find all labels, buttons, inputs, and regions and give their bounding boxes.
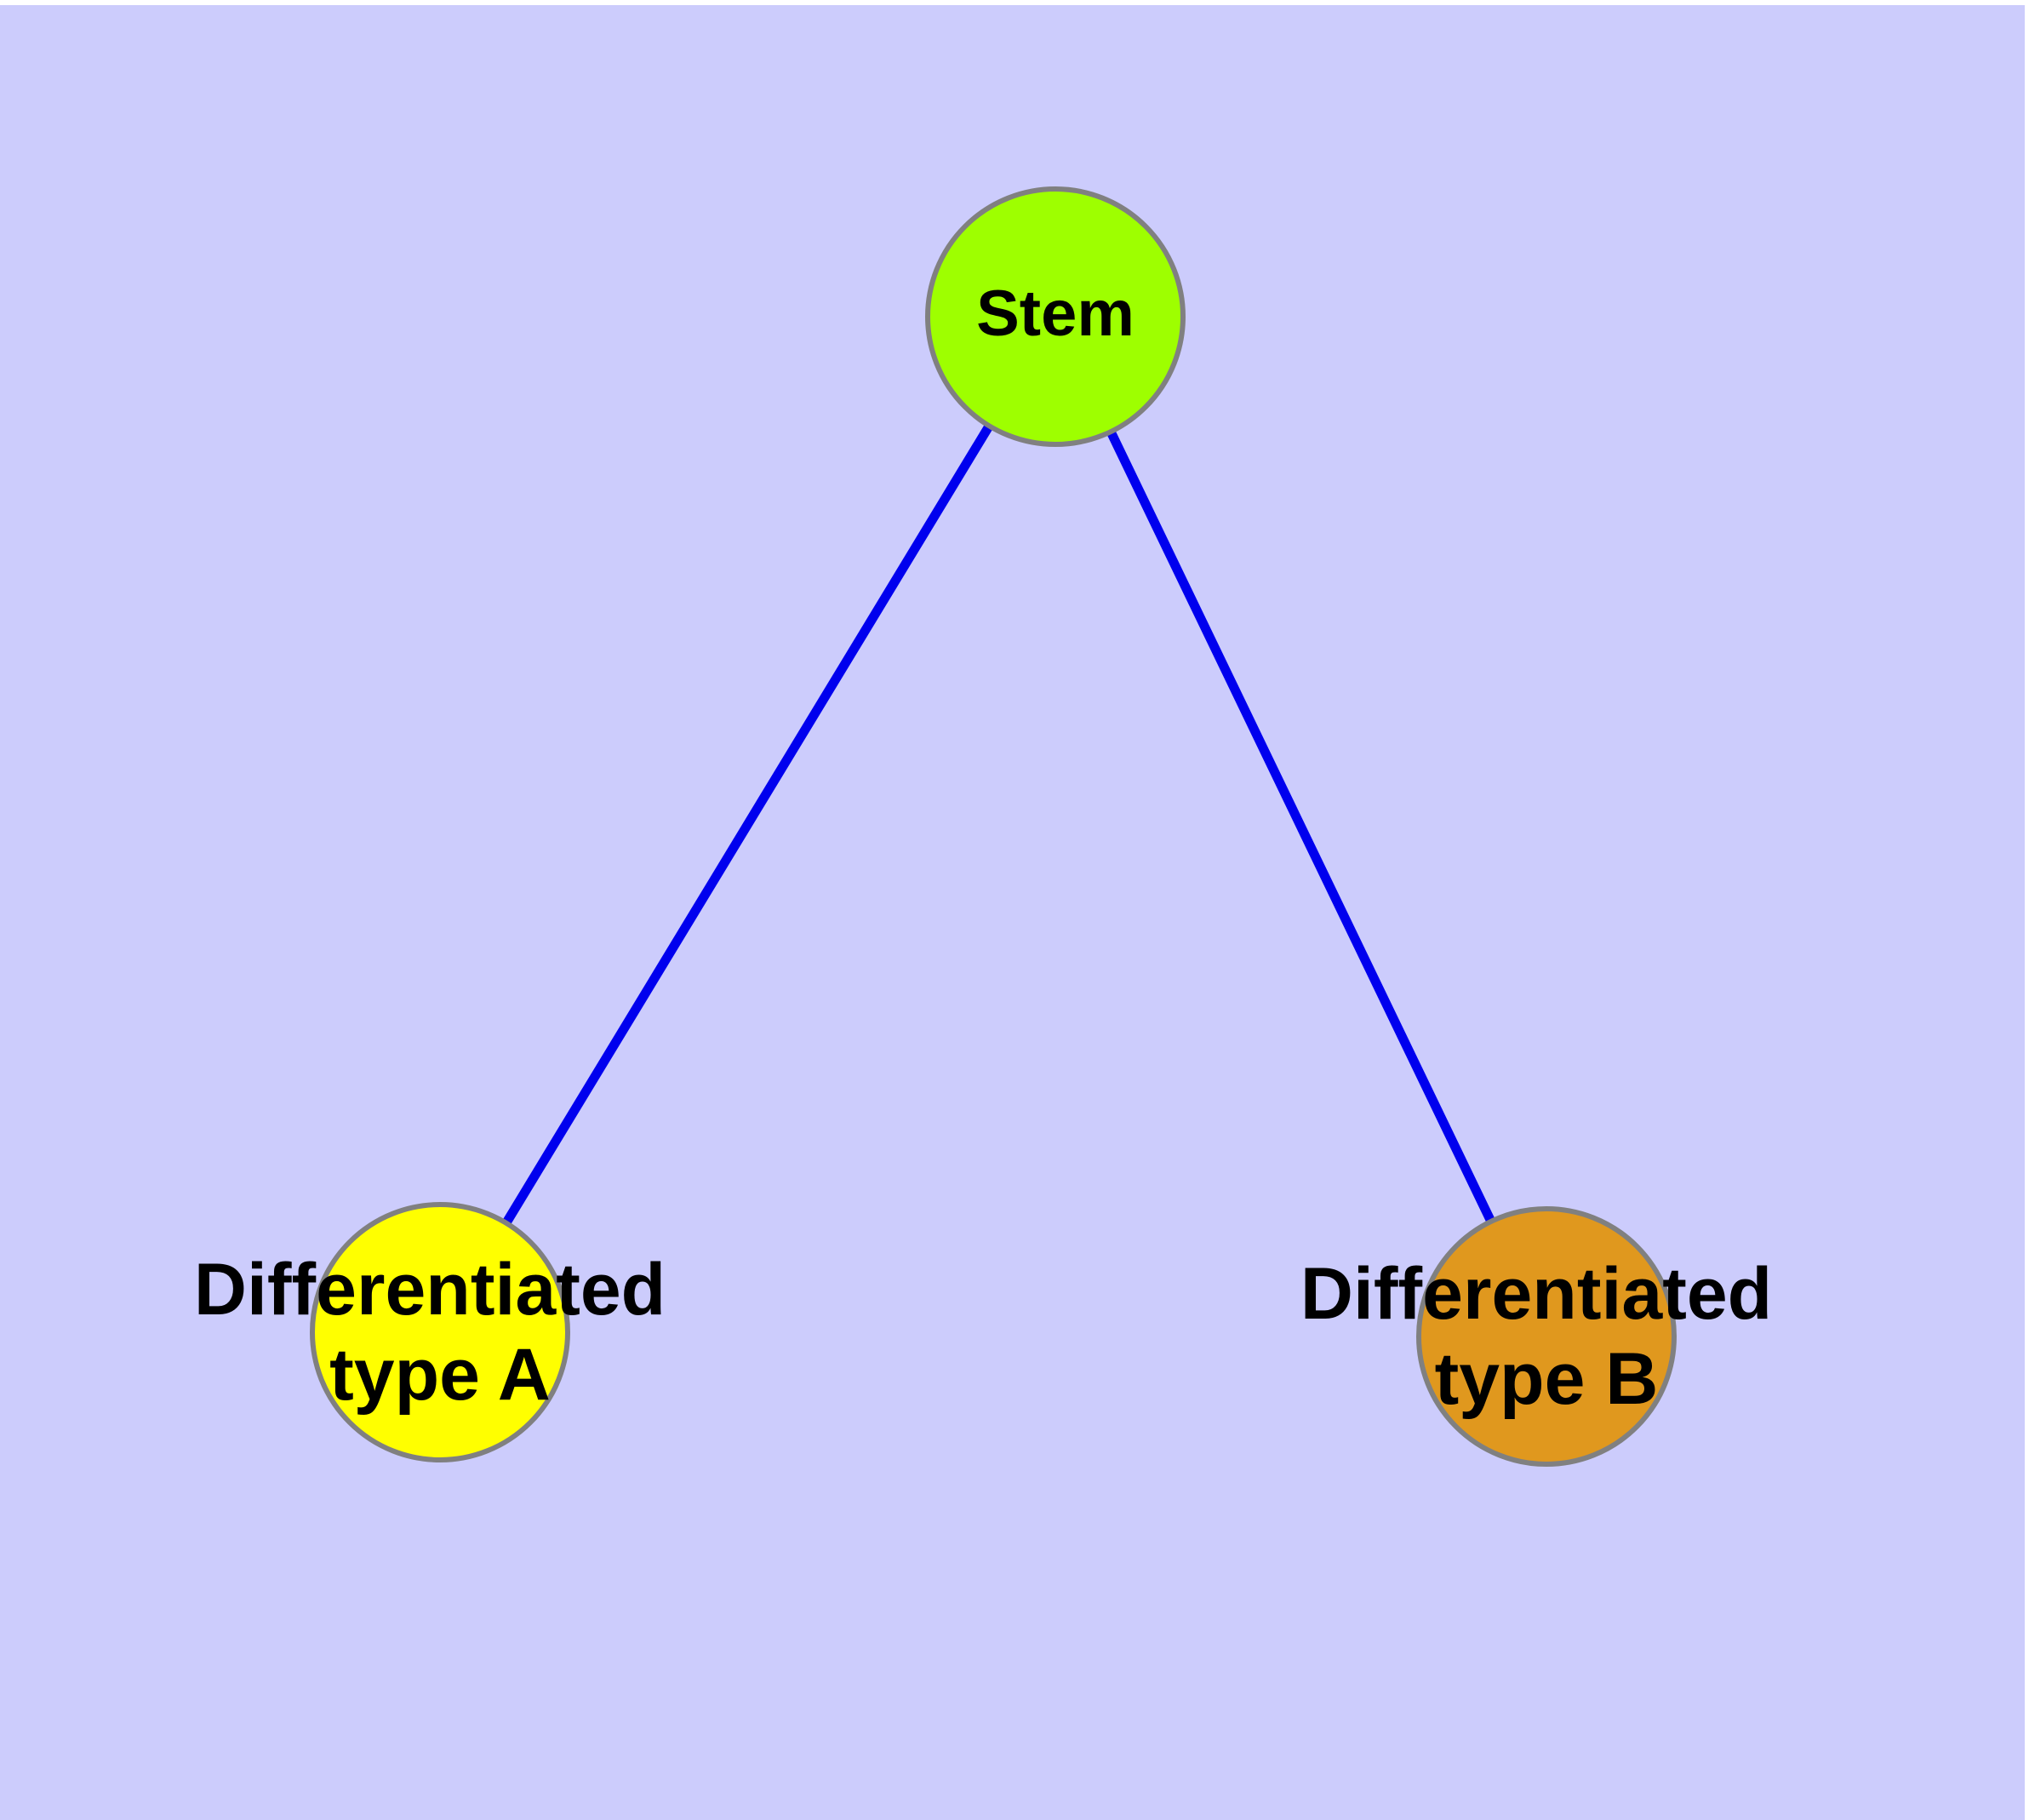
edge-stem-to-diff-a[interactable] [436,314,1060,1335]
graph-svg: Stem Differentiated type A Differentiate… [194,186,1792,1467]
node-circle-diff-a[interactable] [310,1202,570,1462]
node-label-diff-a-line-1: Differentiated [194,1249,666,1331]
edge-layer [436,314,1551,1339]
node-diff-a[interactable] [310,1202,570,1462]
node-label-diff-b-line-2: type B [1435,1338,1659,1420]
node-label-diff-b-line-1: Differentiated [1300,1253,1772,1335]
node-label-diff-a-line-2: type A [329,1334,551,1416]
node-label-diff-a: Differentiated type A [194,1249,686,1416]
diagram-plot-area: Stem Differentiated type A Differentiate… [0,5,2025,1820]
node-circle-stem[interactable] [925,186,1186,447]
label-layer: Differentiated type A Differentiated typ… [194,1249,1792,1420]
node-layer: Stem [310,186,1677,1467]
node-stem[interactable]: Stem [925,186,1186,447]
node-label-stem: Stem [976,278,1135,350]
node-diff-b[interactable] [1416,1206,1677,1467]
node-circle-diff-b[interactable] [1416,1206,1677,1467]
edge-stem-to-diff-b[interactable] [1051,314,1551,1339]
node-label-diff-b: Differentiated type B [1300,1253,1792,1420]
